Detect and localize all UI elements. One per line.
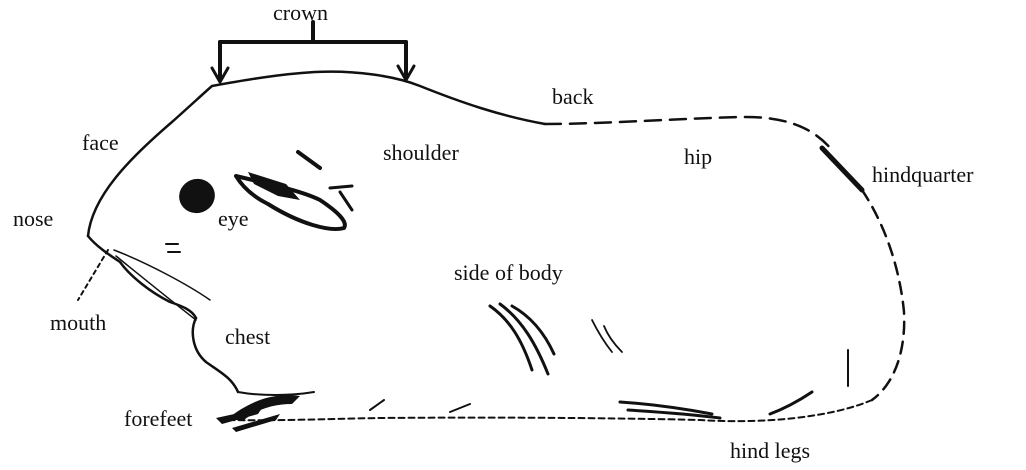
whisker: [116, 256, 196, 320]
crown-bracket: [220, 22, 406, 78]
label-mouth: mouth: [50, 312, 106, 334]
label-hip: hip: [684, 146, 712, 168]
side-fur-stroke: [490, 304, 554, 374]
ear-outline: [236, 176, 345, 229]
label-eye: eye: [218, 208, 249, 230]
whisker-dash: [166, 244, 180, 252]
label-shoulder: shoulder: [383, 142, 459, 164]
hind-leg-stroke: [770, 392, 812, 414]
label-crown: crown: [273, 2, 328, 24]
side-fur-stroke: [592, 320, 622, 352]
ear-tip: [298, 152, 320, 168]
label-hindquarter: hindquarter: [872, 164, 973, 186]
label-forefeet: forefeet: [124, 408, 192, 430]
front-leg: [238, 392, 314, 395]
body-outline-head-top: [88, 72, 545, 236]
hind-leg-stroke: [620, 402, 720, 418]
belly-stroke: [370, 400, 470, 412]
label-side-of-body: side of body: [454, 262, 563, 284]
label-nose: nose: [13, 208, 53, 230]
ear-inner: [330, 186, 352, 210]
label-hind-legs: hind legs: [730, 440, 810, 462]
eye-icon: [174, 174, 219, 218]
label-face: face: [82, 132, 119, 154]
mouth-line: [78, 250, 108, 300]
label-chest: chest: [225, 326, 270, 348]
body-outline-rear: [862, 190, 904, 400]
label-back: back: [552, 86, 594, 108]
hindquarter-mark: [822, 148, 862, 190]
